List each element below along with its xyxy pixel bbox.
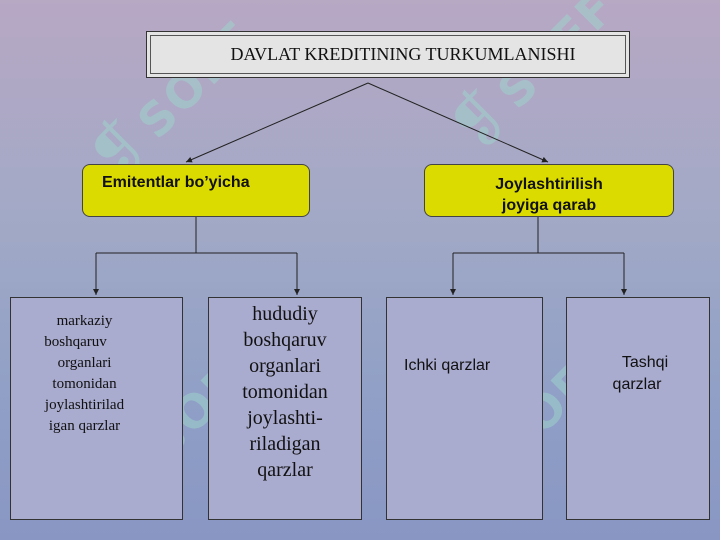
leaf-2-line-7: qarzlar (257, 459, 313, 481)
diagram-title: DAVLAT KREDITINING TURKUMLANISHI (230, 44, 576, 64)
leaf-1-line-3: organlari (57, 355, 112, 371)
leaf-2-line-6: riladigan (249, 433, 321, 455)
leaf-1-line-2: boshqaruv (44, 334, 107, 350)
leaf-4-line-2: qarzlar (612, 376, 662, 393)
arrow-title-to-left (185, 82, 369, 163)
category-emitentlar: Emitentlar bo’yicha (82, 164, 310, 217)
leaf-1-line-4: tomonidan (52, 376, 117, 392)
leaf-ichki-qarzlar: Ichki qarzlar (386, 297, 543, 520)
leaf-1-line-5: joylashtirilad (44, 397, 125, 413)
leaf-4-line-1: Tashqi (621, 354, 669, 371)
category-emitentlar-label: Emitentlar bo’yicha (102, 174, 250, 191)
leaf-3-line-1: Ichki qarzlar (404, 357, 491, 374)
leaf-tashqi-qarzlar: Tashqi qarzlar (566, 297, 710, 520)
leaf-2-line-5: joylashti- (247, 407, 323, 429)
category-joylashtirilish-line-1: Joylashtirilish (495, 176, 603, 193)
leaf-markaziy: markaziy boshqaruv organlari tomonidan j… (10, 297, 183, 520)
leaf-2-line-2: boshqaruv (243, 329, 327, 351)
arrow-title-to-right (367, 82, 549, 163)
title-box: DAVLAT KREDITINING TURKUMLANISHI (146, 31, 630, 78)
leaf-1-line-6: igan qarzlar (48, 418, 121, 434)
category-joylashtirilish: Joylashtirilish joyiga qarab (424, 164, 674, 217)
leaf-2-line-3: organlari (249, 355, 321, 377)
leaf-1-line-1: markaziy (56, 313, 113, 329)
leaf-hududiy: hududiy boshqaruv organlari tomonidan jo… (208, 297, 362, 520)
category-joylashtirilish-line-2: joyiga qarab (501, 197, 597, 214)
leaf-2-line-4: tomonidan (242, 381, 328, 403)
leaf-2-line-1: hududiy (252, 303, 318, 325)
